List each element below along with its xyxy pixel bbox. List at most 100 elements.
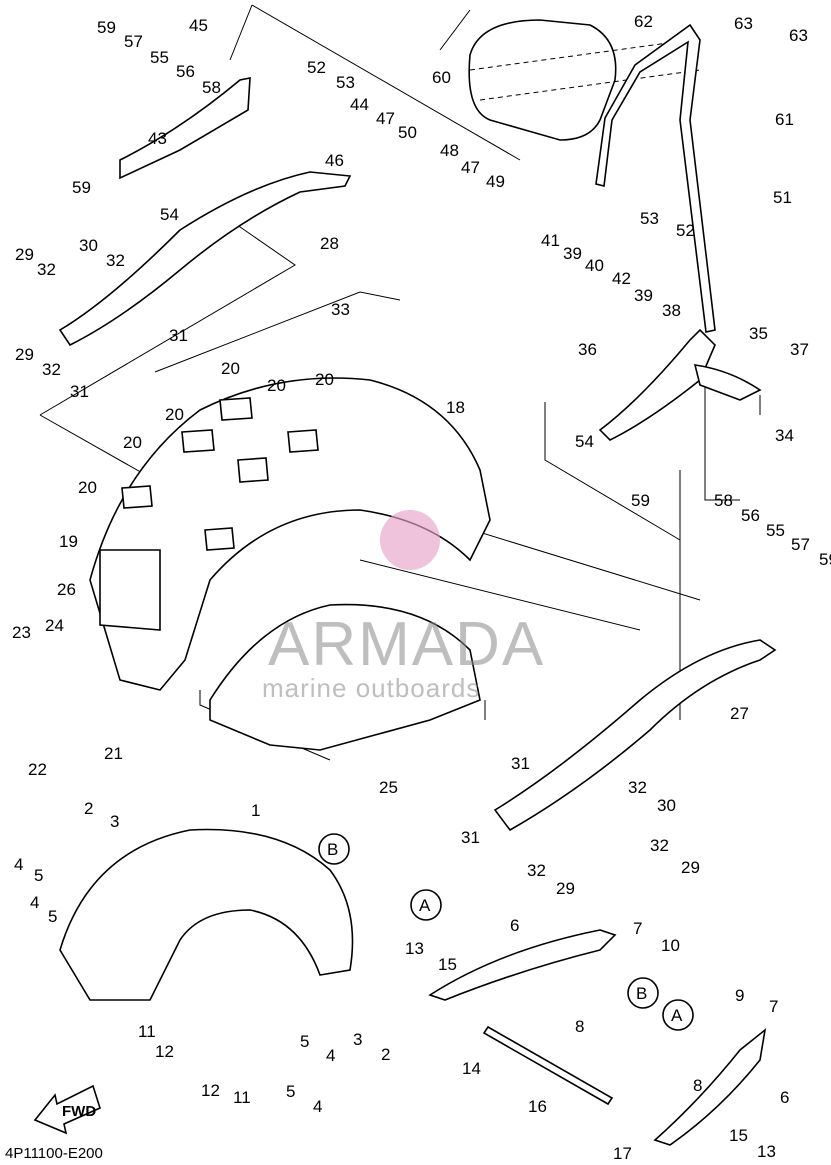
callout-39: 39 bbox=[563, 244, 582, 263]
side-rail-right bbox=[493, 639, 777, 832]
callout-53: 53 bbox=[640, 209, 659, 228]
callout-19: 19 bbox=[59, 532, 78, 551]
watermark-brand: ARMADA bbox=[268, 610, 545, 679]
diagram-code: 4P11100-E200 bbox=[5, 1145, 103, 1162]
callout-31: 31 bbox=[169, 326, 188, 345]
callout-58: 58 bbox=[202, 78, 221, 97]
callout-7: 7 bbox=[769, 997, 778, 1016]
callout-21: 21 bbox=[104, 744, 123, 763]
callout-29: 29 bbox=[15, 245, 34, 264]
callout-29: 29 bbox=[556, 879, 575, 898]
callout-5: 5 bbox=[286, 1082, 295, 1101]
callout-7: 7 bbox=[633, 919, 642, 938]
front-fender bbox=[59, 828, 354, 1001]
callout-47: 47 bbox=[376, 109, 395, 128]
callout-24: 24 bbox=[45, 616, 64, 635]
fwd-label: FWD bbox=[62, 1103, 96, 1120]
callout-30: 30 bbox=[79, 236, 98, 255]
callout-31: 31 bbox=[461, 828, 480, 847]
callout-32: 32 bbox=[37, 260, 56, 279]
callout-25: 25 bbox=[379, 778, 398, 797]
callout-55: 55 bbox=[766, 521, 785, 540]
callout-12: 12 bbox=[201, 1081, 220, 1100]
callout-20: 20 bbox=[123, 433, 142, 452]
callout-53: 53 bbox=[336, 73, 355, 92]
callout-18: 18 bbox=[446, 398, 465, 417]
callout-20: 20 bbox=[315, 370, 334, 389]
callout-26: 26 bbox=[57, 580, 76, 599]
ref-markers: B A B A bbox=[318, 833, 694, 1031]
callout-22: 22 bbox=[28, 760, 47, 779]
callout-17: 17 bbox=[613, 1144, 632, 1163]
callout-6: 6 bbox=[510, 916, 519, 935]
callout-40: 40 bbox=[585, 256, 604, 275]
callout-11: 11 bbox=[233, 1088, 251, 1107]
callout-32: 32 bbox=[628, 778, 647, 797]
callout-4: 4 bbox=[14, 855, 23, 874]
callout-61: 61 bbox=[775, 110, 794, 129]
callout-57: 57 bbox=[124, 32, 143, 51]
callout-13: 13 bbox=[405, 939, 424, 958]
callout-15: 15 bbox=[438, 955, 457, 974]
callout-5: 5 bbox=[300, 1032, 309, 1051]
part-callouts: 5957455556585253444750434648474959542862… bbox=[12, 12, 831, 1163]
callout-31: 31 bbox=[511, 754, 530, 773]
callout-20: 20 bbox=[78, 478, 97, 497]
callout-34: 34 bbox=[775, 426, 794, 445]
fwd-arrow: FWD bbox=[33, 1084, 101, 1135]
callout-51: 51 bbox=[773, 188, 792, 207]
callout-38: 38 bbox=[662, 301, 681, 320]
callout-33: 33 bbox=[331, 300, 350, 319]
callout-20: 20 bbox=[165, 405, 184, 424]
callout-44: 44 bbox=[350, 95, 369, 114]
callout-5: 5 bbox=[34, 866, 43, 885]
sissy-bar-left bbox=[58, 77, 352, 347]
callout-50: 50 bbox=[398, 123, 417, 142]
callout-55: 55 bbox=[150, 48, 169, 67]
callout-54: 54 bbox=[160, 205, 179, 224]
callout-20: 20 bbox=[267, 376, 286, 395]
callout-58: 58 bbox=[714, 491, 733, 510]
callout-41: 41 bbox=[541, 231, 560, 250]
callout-47: 47 bbox=[461, 158, 480, 177]
callout-29: 29 bbox=[15, 345, 34, 364]
backrest-bar bbox=[595, 23, 716, 333]
side-bracket-right bbox=[598, 328, 762, 441]
callout-27: 27 bbox=[730, 704, 749, 723]
callout-10: 10 bbox=[661, 936, 680, 955]
ref-marker-b-top: B bbox=[327, 840, 338, 859]
inner-fender bbox=[209, 603, 481, 751]
callout-3: 3 bbox=[353, 1030, 362, 1049]
callout-4: 4 bbox=[326, 1046, 335, 1065]
callout-43: 43 bbox=[148, 129, 167, 148]
callout-52: 52 bbox=[676, 221, 695, 240]
callout-5: 5 bbox=[48, 907, 57, 926]
callout-9: 9 bbox=[735, 986, 744, 1005]
callout-60: 60 bbox=[432, 68, 451, 87]
fork-stay-and-axle bbox=[428, 929, 767, 1146]
callout-4: 4 bbox=[313, 1097, 322, 1116]
callout-4: 4 bbox=[30, 893, 39, 912]
callout-20: 20 bbox=[221, 359, 240, 378]
callout-32: 32 bbox=[42, 360, 61, 379]
callout-39: 39 bbox=[634, 286, 653, 305]
rear-fender bbox=[89, 377, 491, 691]
callout-14: 14 bbox=[462, 1059, 481, 1078]
callout-42: 42 bbox=[612, 269, 631, 288]
callout-54: 54 bbox=[575, 432, 594, 451]
callout-45: 45 bbox=[189, 16, 208, 35]
callout-63: 63 bbox=[789, 26, 808, 45]
callout-12: 12 bbox=[155, 1042, 174, 1061]
callout-30: 30 bbox=[657, 796, 676, 815]
callout-49: 49 bbox=[486, 172, 505, 191]
callout-59: 59 bbox=[631, 491, 650, 510]
callout-35: 35 bbox=[749, 324, 768, 343]
ref-marker-b-right: B bbox=[636, 984, 647, 1003]
callout-23: 23 bbox=[12, 623, 31, 642]
callout-32: 32 bbox=[527, 861, 546, 880]
callout-3: 3 bbox=[110, 812, 119, 831]
callout-57: 57 bbox=[791, 535, 810, 554]
callout-32: 32 bbox=[650, 836, 669, 855]
callout-31: 31 bbox=[70, 382, 89, 401]
